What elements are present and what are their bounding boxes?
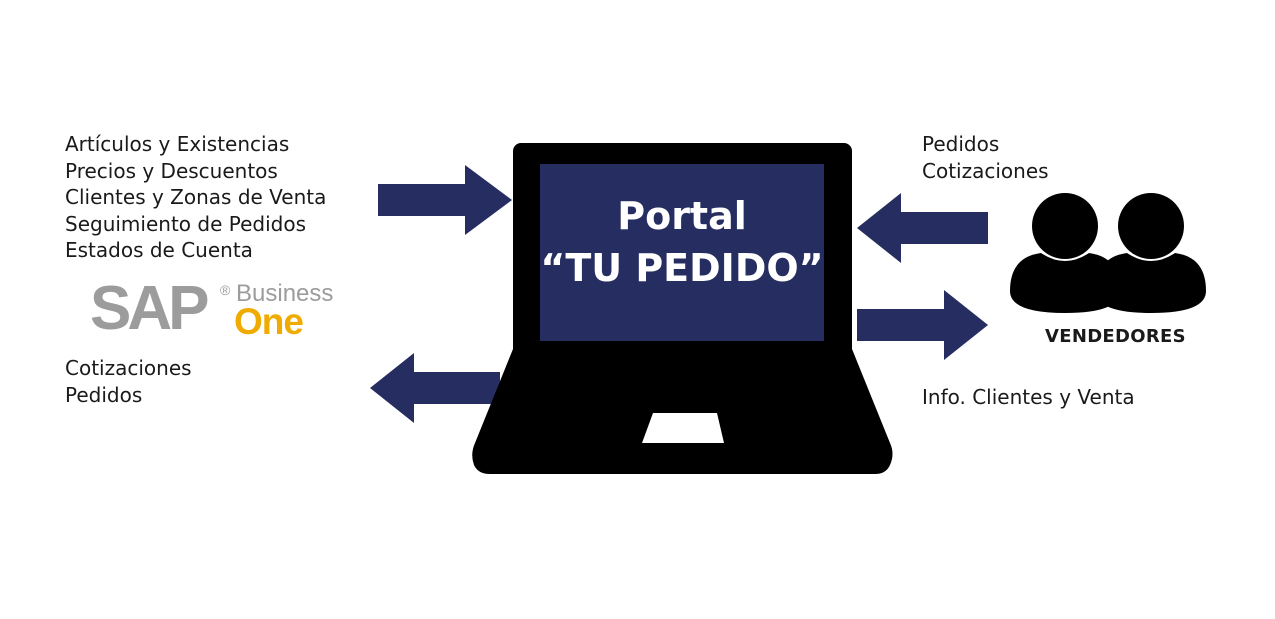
arrow-right-icon xyxy=(857,290,988,360)
trackpad xyxy=(642,413,724,443)
sap-logo-one: One xyxy=(234,301,304,342)
sap-logo-text: SAP xyxy=(90,274,210,343)
list-item: Clientes y Zonas de Venta xyxy=(65,185,327,209)
list-item: Pedidos xyxy=(65,382,143,407)
portal-subtitle: “TU PEDIDO” xyxy=(540,246,824,290)
sap-data-list: Artículos y Existencias Precios y Descue… xyxy=(65,131,326,264)
arrow-left-icon xyxy=(857,193,988,263)
portal-title: Portal xyxy=(617,194,747,238)
list-item: Artículos y Existencias xyxy=(65,132,290,156)
registered-mark: ® xyxy=(220,282,231,298)
list-item: Pedidos xyxy=(922,132,1000,156)
laptop-screen xyxy=(540,164,824,341)
sap-logo-business: Business xyxy=(236,280,334,307)
list-item: Cotizaciones xyxy=(922,158,1049,183)
sap-business-one-logo: SAP ® Business One xyxy=(90,276,350,342)
person-body-left xyxy=(1010,253,1120,313)
list-item: Seguimiento de Pedidos xyxy=(65,211,306,236)
person-body-right xyxy=(1096,253,1206,313)
people-icon xyxy=(1010,193,1206,313)
vendors-input-list: Pedidos Cotizaciones xyxy=(922,131,1049,184)
laptop-icon xyxy=(472,143,893,474)
list-item: Info. Clientes y Venta xyxy=(922,385,1135,409)
vendors-output-text: Info. Clientes y Venta xyxy=(922,384,1135,411)
laptop-base xyxy=(472,349,893,474)
arrow-right-icon xyxy=(378,165,512,235)
portal-to-sap-list: Cotizaciones Pedidos xyxy=(65,355,192,408)
list-item: Estados de Cuenta xyxy=(65,238,253,262)
person-head-left xyxy=(1032,193,1098,259)
list-item: Cotizaciones xyxy=(65,356,192,380)
person-head-right xyxy=(1118,193,1184,259)
arrow-left-icon xyxy=(370,353,500,423)
list-item: Precios y Descuentos xyxy=(65,158,278,183)
vendedores-label: VENDEDORES xyxy=(1045,326,1186,347)
